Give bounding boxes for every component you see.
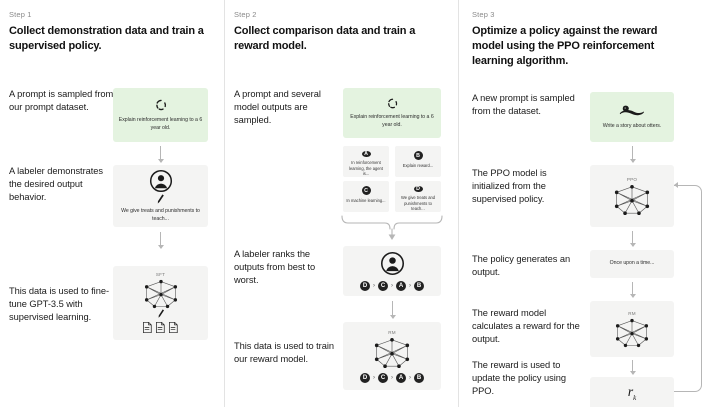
- step-3-label: Step 3: [472, 10, 495, 19]
- step-2-caption-2: A labeler ranks the outputs from best to…: [234, 249, 316, 286]
- step-3-output-node[interactable]: Once upon a time...: [590, 250, 674, 278]
- step-1-labeler-node[interactable]: We give treats and punishments to teach.…: [113, 165, 208, 227]
- step-2-label: Step 2: [234, 10, 257, 19]
- step-1-prompt-node[interactable]: Explain reinforcement learning to a 6 ye…: [113, 88, 208, 142]
- step-2-rm-node[interactable]: RM D › C › A: [343, 322, 441, 390]
- neural-network-icon: [371, 337, 413, 369]
- neural-network-icon: [612, 318, 652, 348]
- step-2-output-b[interactable]: B Explain reward...: [395, 146, 441, 177]
- step-1-column: Step 1 Collect demonstration data and tr…: [0, 0, 224, 407]
- step-3-reward-node[interactable]: rk: [590, 377, 674, 407]
- step-1-sft-node[interactable]: SFT: [113, 266, 208, 340]
- rank-badge-b4: B: [414, 372, 424, 383]
- step-3-caption-5: The reward is used to update the policy …: [472, 360, 566, 397]
- person-icon: [149, 169, 173, 193]
- rank-badge-3: A: [396, 281, 406, 291]
- step-2-output-c[interactable]: C In machine learning...: [343, 181, 389, 212]
- rank-badge-b3: A: [396, 372, 406, 383]
- rank-sep: ›: [391, 283, 393, 289]
- arrow-1-2: [157, 232, 164, 249]
- rank-badge-2: C: [378, 281, 388, 291]
- pencil-icon: [156, 194, 165, 205]
- step-1-caption-1: A prompt is sampled from our prompt data…: [9, 89, 114, 113]
- arrow-2-1: [389, 301, 396, 319]
- rank-sep: ›: [373, 374, 375, 381]
- person-icon: [380, 251, 405, 276]
- step-2-output-d-text: We give treats and punishments to teach.…: [400, 194, 436, 212]
- rank-sep: ›: [409, 283, 411, 289]
- step-3-column: Step 3 Optimize a policy against the rew…: [458, 0, 720, 407]
- badge-a: A: [361, 151, 371, 158]
- neural-network-icon: [141, 279, 181, 309]
- step-2-caption-1: A prompt and several model outputs are s…: [234, 89, 321, 126]
- step-2-ranking-row-bottom: D › C › A › B: [360, 372, 424, 383]
- step-2-output-d[interactable]: D We give treats and punishments to teac…: [395, 181, 441, 212]
- step-2-title: Collect comparison data and train a rewa…: [234, 25, 416, 53]
- step-1-title: Collect demonstration data and train a s…: [9, 25, 204, 53]
- step-1-label: Step 1: [9, 10, 32, 19]
- neural-network-icon: [611, 184, 653, 216]
- badge-c: C: [361, 186, 371, 195]
- recycle-icon: [154, 98, 168, 112]
- step-3-rm-node[interactable]: RM: [590, 301, 674, 357]
- rank-sep: ›: [409, 374, 411, 381]
- step-2-output-b-text: Explain reward...: [402, 162, 434, 168]
- step-2-output-a-text: In reinforcement learning, the agent is.…: [349, 159, 383, 177]
- ppo-feedback-loop: [674, 185, 702, 392]
- step-3-output-text: Once upon a time...: [609, 260, 655, 267]
- step-3-ppo-node[interactable]: PPO: [590, 165, 674, 227]
- badge-b: B: [413, 151, 423, 160]
- step-1-caption-3: This data is used to fine-tune GPT-3.5 w…: [9, 286, 109, 323]
- step-3-rm-tag: RM: [628, 310, 636, 316]
- arrow-3-4: [629, 360, 636, 375]
- step-3-caption-3: The policy generates an output.: [472, 254, 571, 278]
- arrow-3-2: [629, 231, 636, 247]
- step-2-prompt-text: Explain reinforcement learning to a 6 ye…: [350, 113, 434, 128]
- step-2-output-a[interactable]: A In reinforcement learning, the agent i…: [343, 146, 389, 177]
- step-2-ranking-row: D › C › A › B: [360, 281, 424, 291]
- step-3-caption-1: A new prompt is sampled from the dataset…: [472, 93, 575, 117]
- step-2-caption-3: This data is used to train our reward mo…: [234, 341, 334, 365]
- step-3-caption-2: The PPO model is initialized from the su…: [472, 168, 547, 205]
- documents-icon: [141, 321, 181, 334]
- step-3-prompt-text: Write a story about otters.: [602, 122, 662, 129]
- reward-symbol: rk: [628, 385, 637, 402]
- arrow-3-1: [629, 146, 636, 163]
- step-1-sft-tag: SFT: [155, 272, 166, 277]
- step-3-ppo-tag: PPO: [626, 176, 638, 182]
- step-1-prompt-text: Explain reinforcement learning to a 6 ye…: [118, 116, 203, 131]
- step-3-title: Optimize a policy against the reward mod…: [472, 25, 658, 68]
- recycle-icon: [386, 97, 399, 110]
- step-3-caption-4: The reward model calculates a reward for…: [472, 308, 580, 345]
- step-2-brace: [341, 215, 443, 246]
- rank-sep: ›: [391, 374, 393, 381]
- step-2-rm-tag: RM: [388, 329, 396, 335]
- rank-badge-b2: C: [378, 372, 388, 383]
- step-2-column: Step 2 Collect comparison data and train…: [224, 0, 458, 407]
- ppo-feedback-arrowhead: [674, 182, 678, 188]
- rank-sep: ›: [373, 283, 375, 289]
- rank-badge-1: D: [360, 281, 370, 291]
- otter-icon: [619, 104, 645, 118]
- step-3-prompt-node[interactable]: Write a story about otters.: [590, 92, 674, 142]
- rank-badge-b1: D: [360, 372, 370, 383]
- badge-d: D: [413, 186, 423, 193]
- rank-badge-4: B: [414, 281, 424, 291]
- step-2-prompt-node[interactable]: Explain reinforcement learning to a 6 ye…: [343, 88, 441, 138]
- step-2-output-c-text: In machine learning...: [346, 197, 386, 203]
- step-2-labeler-node[interactable]: D › C › A › B: [343, 246, 441, 296]
- pencil-icon: [157, 309, 165, 319]
- arrow-3-3: [629, 282, 636, 298]
- arrow-1-1: [157, 146, 164, 163]
- step-1-caption-2: A labeler demonstrates the desired outpu…: [9, 166, 103, 203]
- reward-letter: r: [627, 385, 634, 401]
- step-1-labeler-text: We give treats and punishments to teach.…: [121, 207, 200, 222]
- reward-subscript: k: [633, 393, 637, 402]
